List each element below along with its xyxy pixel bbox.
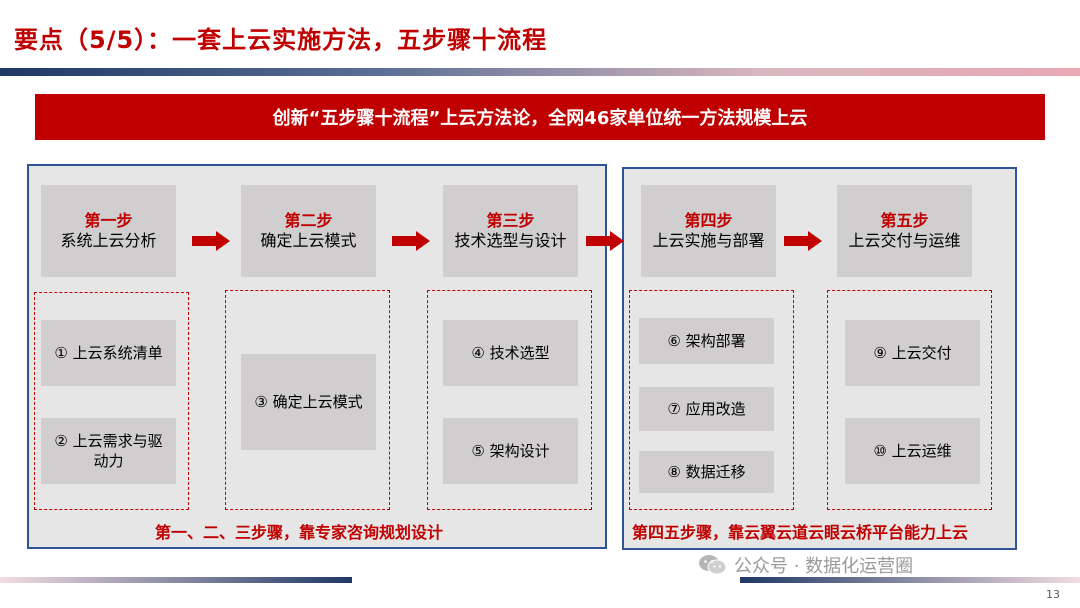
- footer-bar-right: [740, 577, 1080, 583]
- step-3-box: 第三步 技术选型与设计: [443, 185, 578, 277]
- step-label: 技术选型与设计: [454, 231, 567, 250]
- task-item: ③ 确定上云模式: [241, 354, 376, 450]
- task-item: ⑥ 架构部署: [639, 318, 774, 364]
- footer-bar-left: [0, 577, 352, 583]
- watermark: 公众号 · 数据化运营圈: [698, 552, 913, 578]
- step-label: 上云实施与部署: [652, 231, 765, 250]
- page-number: 13: [1046, 588, 1060, 601]
- task-item: ④ 技术选型: [443, 320, 578, 386]
- step-number: 第五步: [880, 211, 929, 230]
- slide-title: 要点（5/5）：一套上云实施方法，五步骤十流程: [14, 26, 548, 54]
- task-item: ⑦ 应用改造: [639, 387, 774, 431]
- task-item: ① 上云系统清单: [41, 320, 176, 386]
- arrow-right-icon: [586, 231, 624, 251]
- step-2-tasks-group: [225, 290, 390, 510]
- step-label: 系统上云分析: [60, 231, 157, 250]
- step-4-box: 第四步 上云实施与部署: [641, 185, 776, 277]
- step-number: 第四步: [684, 211, 733, 230]
- step-number: 第二步: [284, 211, 333, 230]
- implementation-phase-caption: 第四五步骤，靠云翼云道云眼云桥平台能力上云: [632, 523, 969, 542]
- arrow-right-icon: [192, 231, 230, 251]
- step-label: 确定上云模式: [260, 231, 357, 250]
- title-underline-bar: [0, 68, 1080, 76]
- step-5-box: 第五步 上云交付与运维: [837, 185, 972, 277]
- step-3-tasks-group: [427, 290, 592, 510]
- arrow-right-icon: [784, 231, 822, 251]
- planning-phase-caption: 第一、二、三步骤，靠专家咨询规划设计: [155, 523, 444, 542]
- task-item: ② 上云需求与驱动力: [41, 418, 176, 484]
- task-item: ⑤ 架构设计: [443, 418, 578, 484]
- arrow-right-icon: [392, 231, 430, 251]
- step-2-box: 第二步 确定上云模式: [241, 185, 376, 277]
- wechat-icon: [699, 555, 727, 575]
- step-label: 上云交付与运维: [848, 231, 961, 250]
- step-number: 第一步: [84, 211, 133, 230]
- watermark-text: 公众号 · 数据化运营圈: [734, 556, 914, 577]
- task-item: ⑨ 上云交付: [845, 320, 980, 386]
- step-4-tasks-group: [629, 290, 794, 510]
- step-number: 第三步: [486, 211, 535, 230]
- step-1-tasks-group: [34, 292, 189, 510]
- task-item: ⑩ 上云运维: [845, 418, 980, 484]
- step-5-tasks-group: [827, 290, 992, 510]
- task-item: ⑧ 数据迁移: [639, 451, 774, 493]
- step-1-box: 第一步 系统上云分析: [41, 185, 176, 277]
- headline-banner: 创新“五步骤十流程”上云方法论，全网46家单位统一方法规模上云: [35, 94, 1045, 140]
